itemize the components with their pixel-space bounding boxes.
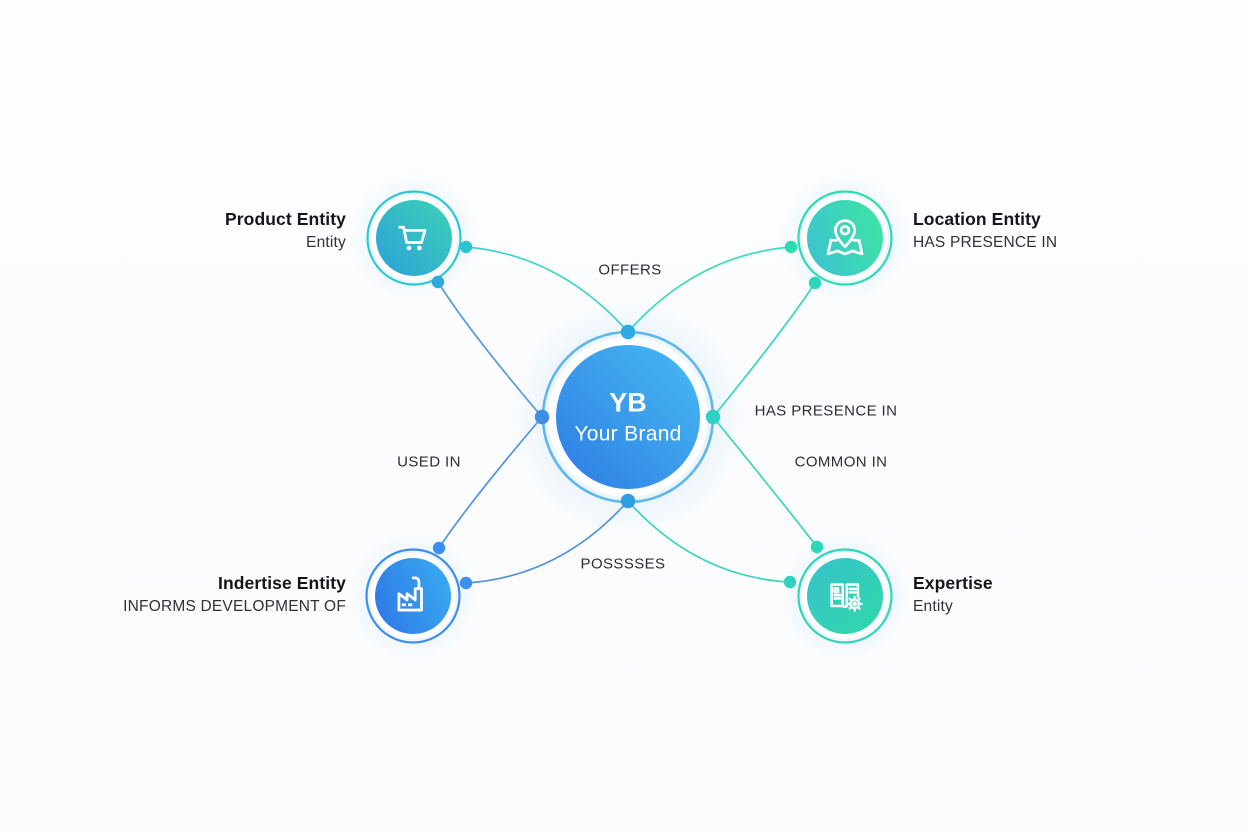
edge-indertise-posssses (465, 500, 629, 584)
node-location-circle (797, 190, 893, 286)
edge-indertise-used (438, 416, 543, 549)
book-gear-icon (830, 583, 863, 612)
map-pin-icon (826, 219, 864, 256)
expertise-title: Expertise (913, 573, 993, 593)
edge-label-has-presence-in: HAS PRESENCE IN (754, 402, 898, 420)
edge-label-offers: OFFERS (598, 261, 662, 279)
shopping-cart-icon (398, 225, 427, 251)
location-title: Location Entity (913, 209, 1041, 229)
edge-location-presence (712, 282, 816, 418)
edge-product-offers (465, 246, 629, 333)
node-product-circle (366, 190, 462, 286)
expertise-subtitle: Entity (913, 597, 953, 615)
indertise-node-label: Indertise Entity INFORMS DEVELOPMENT OF (0, 571, 346, 618)
indertise-subtitle: INFORMS DEVELOPMENT OF (123, 597, 346, 615)
edge-location-offers (627, 246, 792, 333)
edge-curves (437, 246, 818, 584)
location-node-label: Location Entity HAS PRESENCE IN (913, 207, 1213, 254)
edge-expertise-common (712, 416, 818, 548)
edge-product-used (437, 281, 543, 418)
node-your-brand (541, 330, 715, 504)
edge-expertise-posssses (627, 500, 791, 583)
edge-label-posssses: POSSSSES (580, 555, 666, 573)
edge-label-used-in: USED IN (397, 453, 461, 471)
expertise-node-label: Expertise Entity (913, 571, 1213, 618)
indertise-title: Indertise Entity (217, 573, 346, 593)
node-indertise-circle (365, 548, 461, 644)
location-subtitle: HAS PRESENCE IN (913, 233, 1058, 251)
factory-icon (397, 576, 423, 612)
connector-dots (431, 240, 824, 590)
product-subtitle: Entity (306, 233, 346, 251)
product-title: Product Entity (225, 209, 346, 229)
product-node-label: Product Entity Entity (0, 207, 346, 254)
node-expertise-circle (797, 548, 893, 644)
edge-label-common-in: COMMON IN (794, 453, 888, 471)
